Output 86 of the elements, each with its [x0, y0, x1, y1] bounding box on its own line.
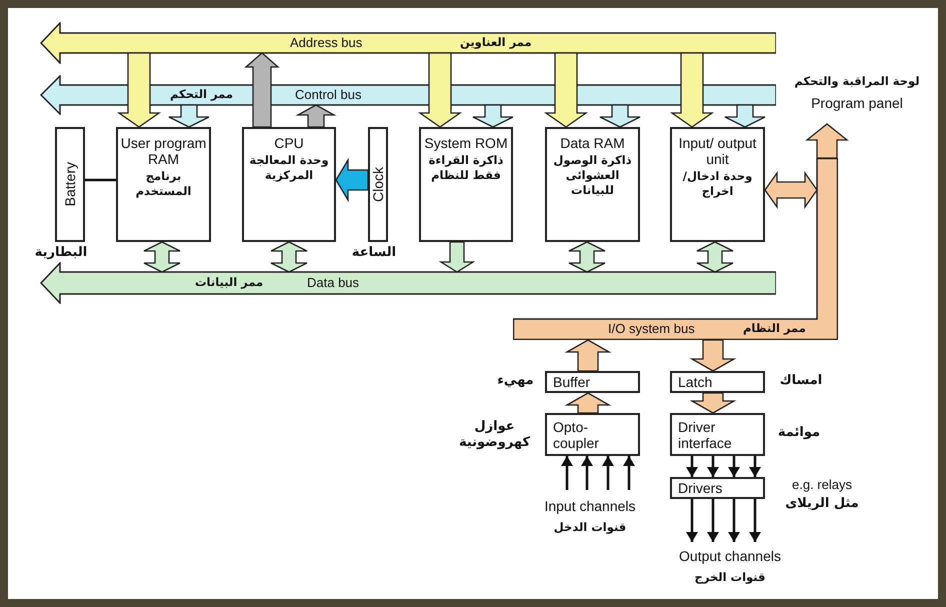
block-arrow	[564, 339, 612, 372]
block-arrow	[690, 392, 736, 414]
block-arrow	[335, 158, 369, 202]
side-label: مهيء	[496, 373, 535, 389]
arrow	[728, 456, 740, 477]
text-label: لوحة المراقبة والتحكم	[794, 74, 920, 88]
arrow	[707, 456, 719, 477]
box-label: Buffer	[553, 374, 590, 390]
side-label: عوازل كهروضونية	[458, 419, 532, 451]
connector-line	[85, 178, 116, 182]
arrow	[749, 499, 761, 542]
side-label: امساك	[778, 373, 824, 389]
process-box	[545, 127, 640, 242]
box-label: ذاكرة القراءة فقط للنظام	[428, 153, 504, 183]
arrow	[707, 499, 719, 542]
block-arrow	[168, 104, 210, 128]
block-arrow	[599, 104, 641, 128]
process-box	[545, 371, 640, 393]
bus-label: ممر البيانات	[195, 275, 264, 290]
bus-label: Address bus	[290, 35, 362, 51]
box-label: Input/ output unit	[678, 135, 758, 167]
box-label: وحدة ادخال/اخراج	[682, 169, 754, 199]
text-label: Output channels	[679, 548, 781, 564]
arrow	[686, 456, 698, 477]
component-box	[55, 127, 85, 242]
block-arrow	[296, 104, 336, 128]
box-label: CPU	[274, 135, 304, 151]
arrow	[623, 456, 635, 490]
box-label: Opto- coupler	[553, 418, 600, 450]
box-label: ذاكرة الوصول العشوائى للبيانات	[552, 153, 633, 198]
box-label: وحدة المعالجة المركزية	[248, 153, 330, 183]
block-arrow	[724, 104, 766, 128]
bus-label: ممر العناوين	[460, 35, 532, 50]
box-label: Latch	[678, 374, 712, 390]
process-box	[116, 127, 211, 242]
process-box	[670, 127, 765, 242]
text-label: Program panel	[811, 94, 903, 110]
component-box	[368, 127, 388, 242]
block-arrow	[270, 241, 308, 273]
block-arrow	[116, 52, 162, 128]
block-arrow	[670, 52, 714, 128]
block-arrow	[696, 241, 734, 273]
arrow	[581, 456, 593, 490]
bus-label: Data bus	[307, 275, 360, 291]
arrow	[749, 456, 761, 477]
arrow	[602, 456, 614, 490]
block-arrow	[418, 52, 462, 128]
bus-label: ممر النظام	[743, 321, 806, 336]
block-arrow	[244, 52, 280, 128]
arrow	[686, 499, 698, 542]
side-label: البطارية	[34, 245, 88, 261]
block-arrow	[764, 170, 818, 210]
box-label: Drivers	[678, 480, 722, 496]
process-box	[242, 127, 336, 242]
text-label: قنوات الخرج	[694, 570, 766, 584]
side-label: الساعة	[350, 245, 398, 261]
box-label: Clock	[370, 166, 386, 202]
side-label: e.g. relays	[791, 477, 853, 493]
box-label: System ROM	[424, 135, 508, 151]
box-label: Driver interface	[678, 418, 733, 450]
arrow	[561, 456, 573, 490]
box-label: Battery	[62, 162, 78, 207]
process-box	[670, 477, 765, 499]
block-arrow	[472, 104, 514, 128]
block-arrow	[690, 339, 736, 372]
bus-label: ممر التحكم	[170, 87, 233, 102]
block-arrow	[143, 241, 181, 273]
block-arrow	[564, 392, 612, 414]
text-label: Input channels	[544, 498, 636, 514]
box-label: برنامج المستخدم	[134, 169, 192, 199]
block-arrow	[544, 52, 588, 128]
process-box	[545, 413, 640, 456]
side-label: مثل الريلاى	[784, 496, 860, 512]
text-label: قنوات الدخل	[554, 520, 626, 534]
box-label: Data RAM	[560, 135, 625, 151]
bus-label: I/O system bus	[608, 321, 695, 337]
process-box	[670, 371, 765, 393]
bus-label: Control bus	[295, 87, 362, 103]
box-label: User program RAM	[120, 135, 207, 167]
block-arrow	[805, 123, 849, 159]
side-label: موائمة	[776, 425, 822, 441]
arrow	[728, 499, 740, 542]
block-arrow	[568, 241, 606, 273]
process-box	[419, 127, 513, 242]
block-arrow	[438, 241, 476, 273]
process-box	[670, 413, 765, 456]
